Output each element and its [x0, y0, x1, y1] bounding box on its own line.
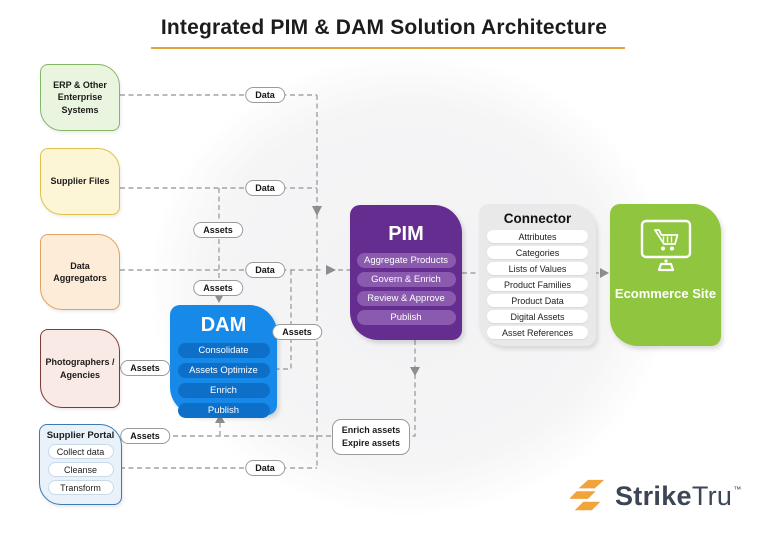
flow-label-assets: Assets: [193, 222, 243, 238]
flow-label-assets: Assets: [120, 428, 170, 444]
node-photographers-label: Photographers / Agencies: [45, 357, 115, 380]
node-dam: DAM Consolidate Assets Optimize Enrich P…: [170, 305, 277, 418]
supplier-portal-step: Transform: [47, 480, 114, 495]
connector-item: Attributes: [487, 230, 588, 243]
dam-step: Assets Optimize: [177, 363, 270, 378]
node-erp-systems: ERP & Other Enterprise Systems: [40, 64, 120, 131]
striketru-ribbon-s-icon: [570, 479, 605, 511]
connector-item: Product Data: [487, 294, 588, 307]
monitor-shopping-cart-icon: [640, 219, 691, 272]
pim-step: Publish: [356, 310, 456, 325]
logo-strike-text: Strike: [615, 480, 692, 511]
node-data-aggregators-label: Data Aggregators: [53, 260, 107, 283]
node-data-aggregators: Data Aggregators: [40, 234, 120, 310]
flow-pim-to-enrich: [408, 340, 420, 437]
logo-tru-text: Tru: [691, 480, 733, 511]
connector-item: Asset References: [487, 326, 588, 339]
connector-item: Digital Assets: [487, 310, 588, 323]
flow-label-data: Data: [245, 180, 285, 196]
flow-connector-to-ecommerce: [596, 268, 609, 278]
pim-title: PIM: [388, 223, 424, 245]
expire-assets-label: Expire assets: [341, 438, 401, 448]
flow-aggregators-data-to-pim: [120, 265, 350, 275]
node-enrich-expire-assets: Enrich assets Expire assets: [332, 419, 410, 455]
connector-item: Lists of Values: [487, 262, 588, 275]
flow-label-data: Data: [245, 460, 285, 476]
flow-label-assets: Assets: [193, 280, 243, 296]
dam-step: Publish: [177, 403, 270, 418]
connector-title: Connector: [503, 211, 572, 226]
dam-step: Enrich: [177, 383, 270, 398]
node-pim: PIM Aggregate Products Govern & Enrich R…: [350, 205, 462, 340]
page-title: Integrated PIM & DAM Solution Architectu…: [160, 16, 608, 39]
node-erp-label: ERP & Other Enterprise Systems: [53, 80, 107, 115]
node-supplier-files-label: Supplier Files: [50, 176, 110, 187]
connector-item: Product Families: [487, 278, 588, 291]
node-photographers-agencies: Photographers / Agencies: [40, 329, 120, 408]
pim-step: Review & Approve: [356, 291, 456, 306]
dam-step: Consolidate: [177, 343, 270, 358]
flow-assets-to-dam-top: [214, 188, 224, 303]
pim-step: Aggregate Products: [356, 253, 456, 268]
logo-trademark: ™: [733, 484, 742, 494]
node-supplier-portal: Supplier Portal Collect data Cleanse Tra…: [39, 424, 122, 505]
supplier-portal-title: Supplier Portal: [46, 430, 115, 441]
node-supplier-files: Supplier Files: [40, 148, 120, 215]
supplier-portal-step: Cleanse: [47, 462, 114, 477]
node-ecommerce-site: Ecommerce Site: [610, 204, 721, 346]
connector-item: Categories: [487, 246, 588, 259]
flow-label-assets: Assets: [272, 324, 322, 340]
flow-dam-assets-to-pim: [277, 270, 292, 370]
pim-step: Govern & Enrich: [356, 272, 456, 287]
flow-label-data: Data: [245, 262, 285, 278]
title-underline: [151, 47, 625, 49]
node-connector: Connector Attributes Categories Lists of…: [479, 204, 596, 346]
flow-trunk-vertical: [312, 95, 322, 468]
ecommerce-title: Ecommerce Site: [614, 286, 717, 301]
flow-label-assets: Assets: [120, 360, 170, 376]
supplier-portal-step: Collect data: [47, 444, 114, 459]
enrich-assets-label: Enrich assets: [341, 424, 401, 435]
dam-title: DAM: [200, 314, 247, 336]
flow-label-data: Data: [245, 87, 285, 103]
